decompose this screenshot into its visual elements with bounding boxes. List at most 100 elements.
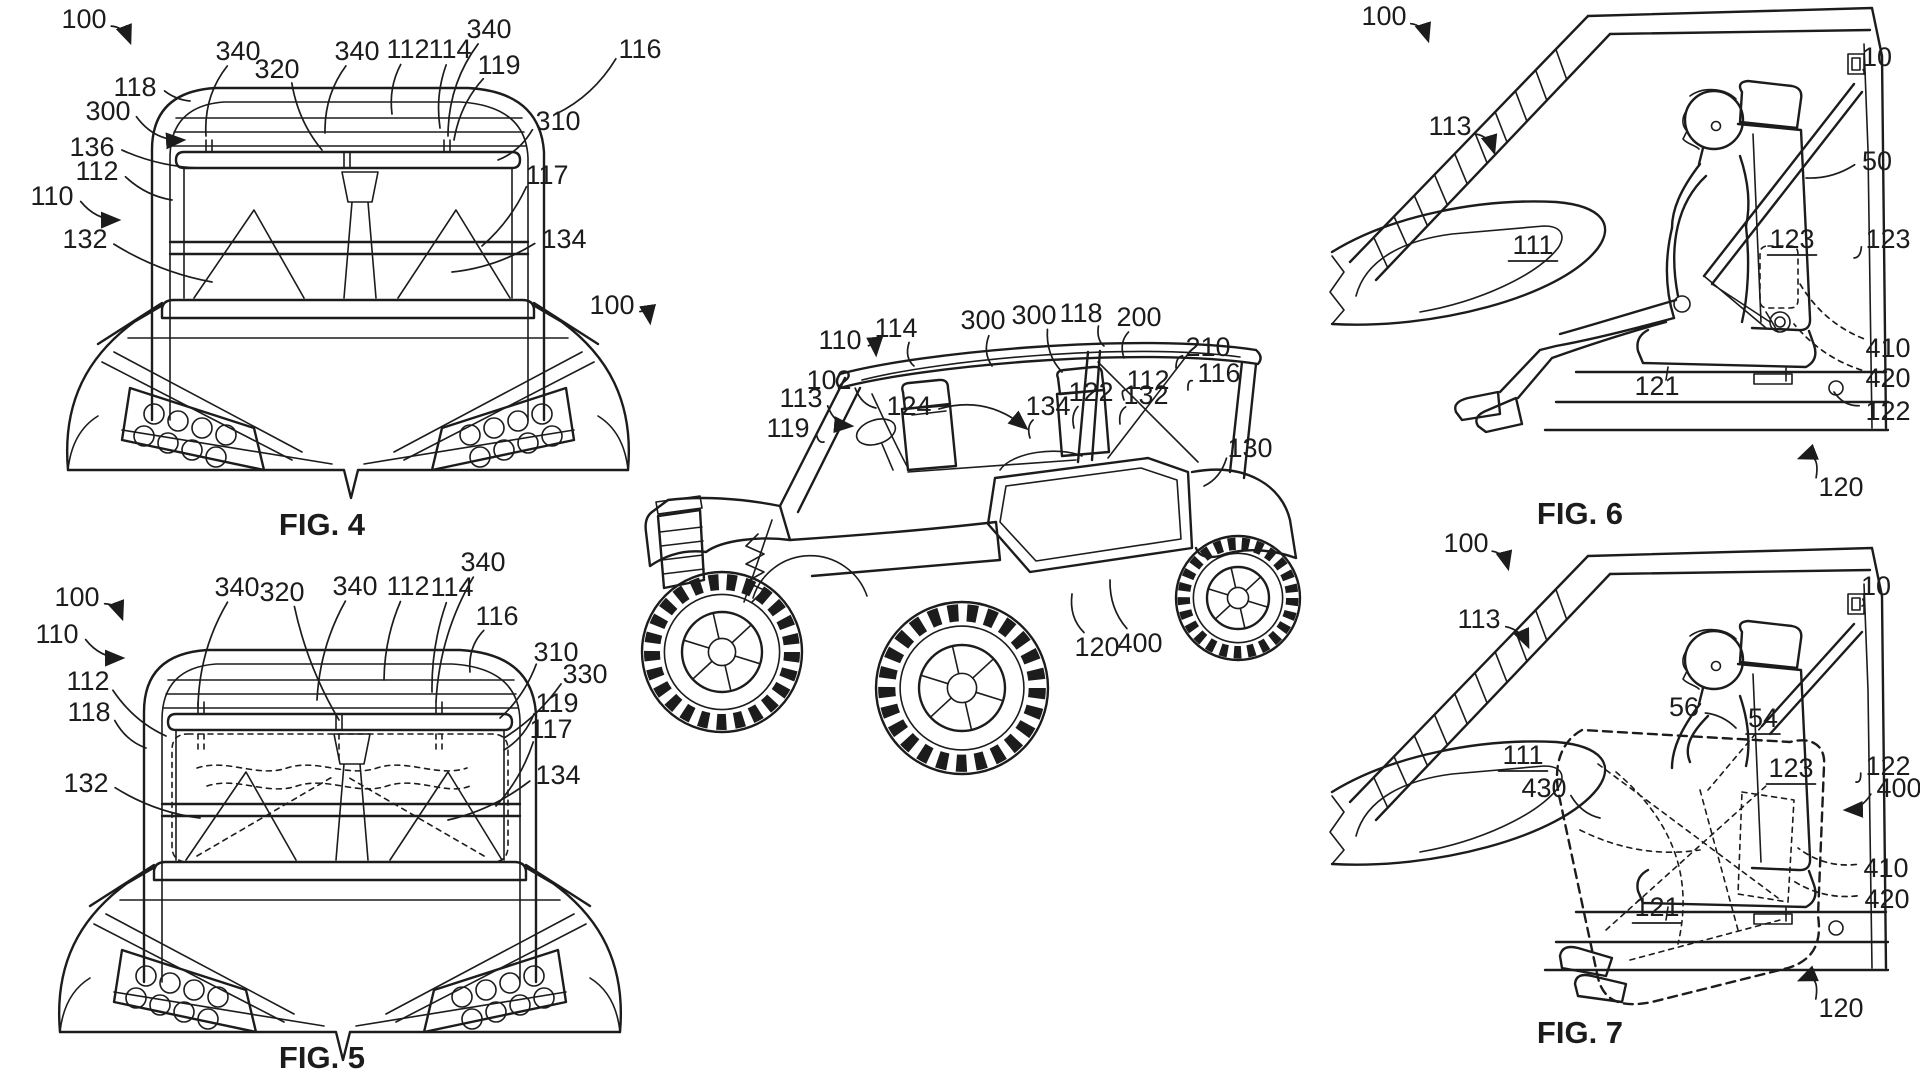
leader-line-300 <box>135 115 187 150</box>
ref-label-123: 123 <box>1865 224 1910 254</box>
line-art <box>707 637 737 667</box>
leader-line-400 <box>1842 793 1872 818</box>
rear-seat <box>1055 365 1111 458</box>
leader-line-130 <box>1203 457 1228 487</box>
line-art <box>682 639 710 649</box>
line-art <box>1097 353 1199 463</box>
ref-label-420: 420 <box>1865 363 1910 393</box>
line-art <box>917 643 1007 733</box>
leader-line-320 <box>293 605 340 721</box>
leader-line-10 <box>1862 68 1866 75</box>
ref-label-118: 118 <box>113 72 156 102</box>
line-art <box>724 664 732 692</box>
ref-label-420: 420 <box>1864 884 1909 914</box>
line-art <box>1707 725 1763 791</box>
leader-line-122 <box>1855 772 1862 783</box>
ref-label-210: 210 <box>1185 332 1230 362</box>
leader-line-134 <box>447 780 531 821</box>
leader-line-119 <box>453 77 485 141</box>
line-art <box>1205 565 1271 631</box>
ref-label-116: 116 <box>1197 358 1240 388</box>
line-art <box>663 593 781 711</box>
leader-line-102 <box>854 387 877 409</box>
ref-label-132: 132 <box>62 224 107 254</box>
leader-line-136 <box>121 149 201 169</box>
ref-label-114: 114 <box>874 313 917 343</box>
line-art <box>712 612 720 640</box>
ref-label-112: 112 <box>1126 365 1169 395</box>
line-art <box>835 341 1262 390</box>
ref-label-300: 300 <box>960 305 1005 335</box>
ref-label-117: 117 <box>529 714 572 744</box>
line-art <box>1665 224 1750 324</box>
leader-line-124 <box>938 403 1029 431</box>
seat-belt <box>1702 82 1864 286</box>
leader-line-210 <box>1175 354 1184 369</box>
line-art <box>881 443 894 471</box>
leader-line-122 <box>1072 405 1079 429</box>
line-art <box>971 657 995 679</box>
ref-label-200: 200 <box>1116 302 1161 332</box>
ref-label-120: 120 <box>1818 472 1863 502</box>
ref-label-130: 130 <box>1227 433 1272 463</box>
fig4-caption: FIG. 4 <box>279 507 366 542</box>
occupant-legs <box>1498 298 1678 400</box>
leader-line-118 <box>113 719 147 749</box>
leader-line-200 <box>1121 331 1130 359</box>
leader-line-110 <box>866 336 884 358</box>
door-panel <box>986 456 1194 574</box>
line-art <box>197 733 443 763</box>
leader-line-114 <box>431 601 448 693</box>
line-art <box>788 520 1002 578</box>
leader-line-123 <box>1853 245 1863 259</box>
ref-label-111: 111 <box>1502 740 1543 770</box>
leader-line-100 <box>103 599 125 622</box>
ref-label-114: 114 <box>428 34 471 64</box>
leader-line-340 <box>447 43 479 137</box>
wheels <box>640 534 1302 776</box>
ref-label-330: 330 <box>562 659 607 689</box>
ref-label-340: 340 <box>460 547 505 577</box>
leader-line-117 <box>495 741 535 807</box>
stowed-airbag-module <box>1759 245 1799 309</box>
line-art <box>1765 311 1779 333</box>
steering-wheel <box>855 418 897 446</box>
leader-line-134 <box>451 242 536 273</box>
ref-label-340: 340 <box>332 571 377 601</box>
ref-label-340: 340 <box>214 572 259 602</box>
leader-line-119 <box>815 432 825 444</box>
ref-label-112: 112 <box>75 156 118 186</box>
ref-label-300: 300 <box>85 96 130 126</box>
line-art <box>1207 588 1229 596</box>
ref-label-300: 300 <box>1011 300 1056 330</box>
fig7-extras <box>1555 622 1864 1006</box>
leader-line-112 <box>112 689 167 737</box>
line-art <box>920 674 949 685</box>
line-art <box>899 625 1025 751</box>
leader-line-10 <box>1861 598 1865 607</box>
line-art <box>871 393 909 469</box>
ref-label-102: 102 <box>806 365 851 395</box>
line-art <box>734 655 762 665</box>
ref-label-134: 134 <box>1025 391 1070 421</box>
leader-line-118 <box>163 90 191 102</box>
ref-label-118: 118 <box>67 697 110 727</box>
line-art <box>644 574 800 730</box>
leader-line-116 <box>1187 379 1194 391</box>
ref-label-340: 340 <box>334 36 379 66</box>
fig7-caption: FIG. 7 <box>1537 1015 1623 1050</box>
line-art <box>929 697 953 719</box>
leader-line-112 <box>124 175 173 201</box>
line-art <box>907 450 1083 473</box>
line-art <box>975 691 1004 702</box>
ref-label-56: 56 <box>1669 692 1699 722</box>
ref-label-50: 50 <box>1862 146 1892 176</box>
ref-label-100: 100 <box>61 4 106 34</box>
leader-line-134 <box>1027 419 1034 439</box>
line-art <box>1247 600 1269 608</box>
